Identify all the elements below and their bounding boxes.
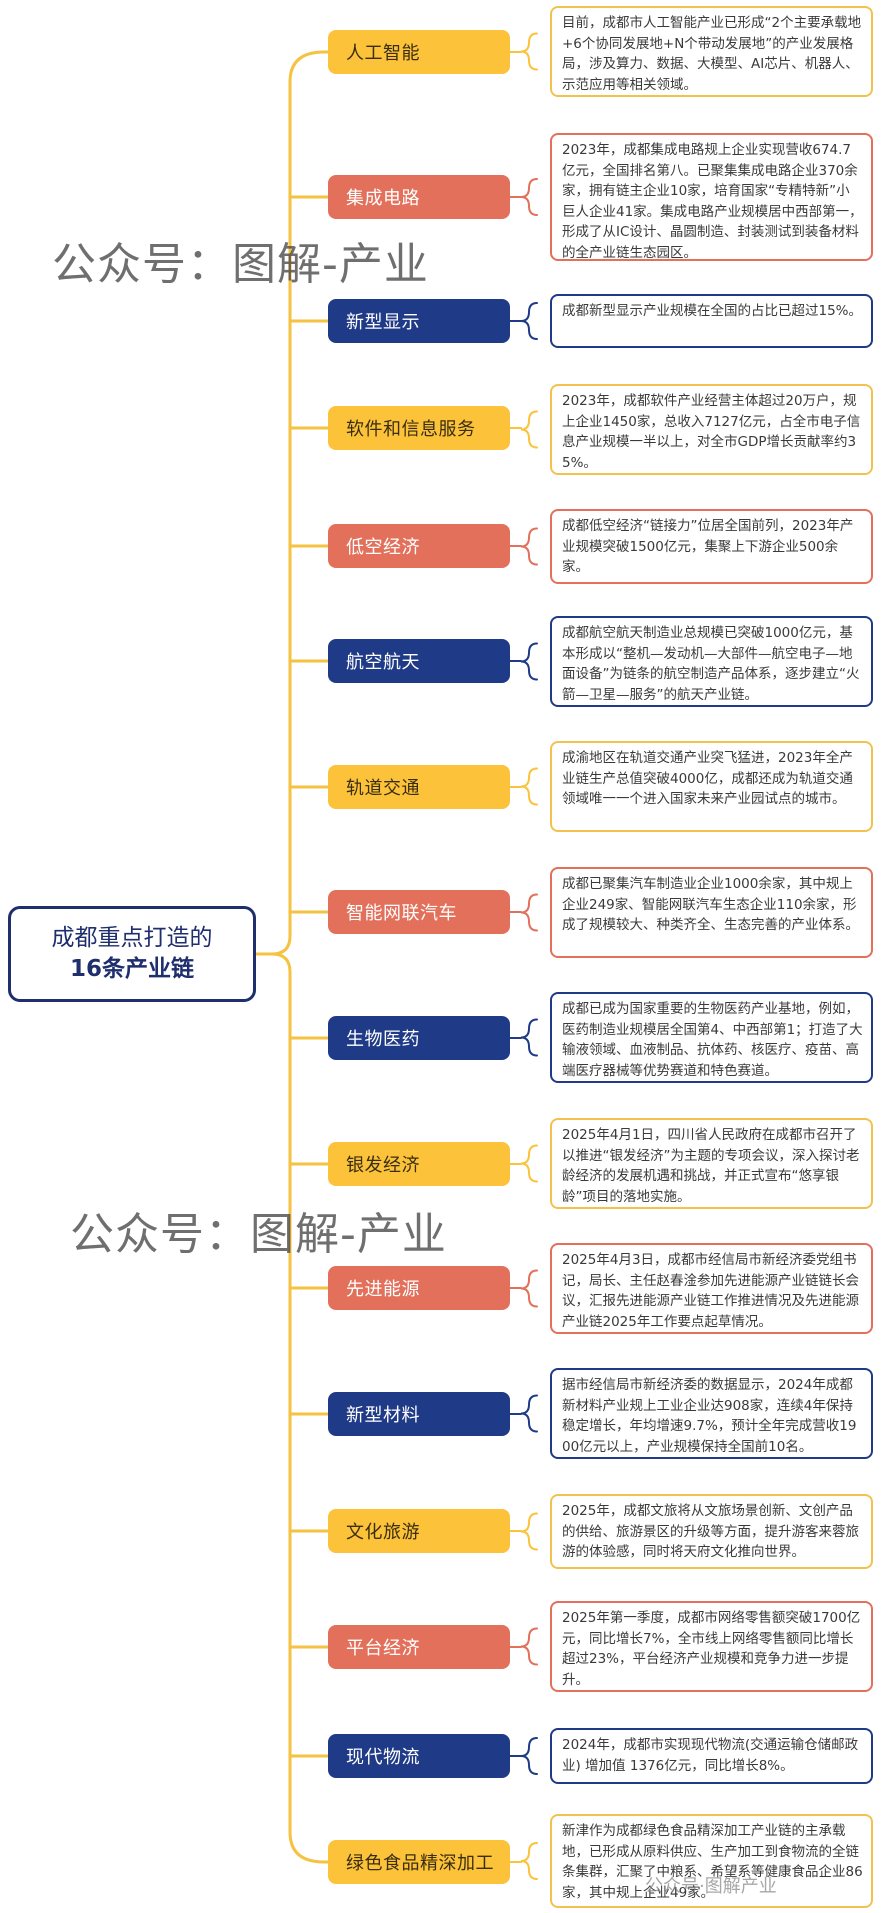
detail-brace: [509, 767, 538, 806]
detail-brace: [509, 1842, 538, 1880]
detail-brace: [509, 642, 538, 681]
chain-label: 绿色食品精深加工: [346, 1853, 494, 1874]
root-title-line-2: 16条产业链: [69, 956, 194, 982]
detail-brace: [509, 527, 538, 566]
chain-description: 成渝地区在轨道交通产业突飞猛进，2023年全产业链生产总值突破4000亿，成都还…: [550, 741, 873, 832]
chain-label: 低空经济: [346, 537, 420, 558]
detail-brace: [509, 32, 538, 71]
chain-label: 银发经济: [346, 1155, 420, 1176]
detail-brace: [509, 1737, 538, 1775]
chain-description: 成都已成为国家重要的生物医药产业基地，例如，医药制造业规模居全国第4、中西部第1…: [550, 992, 873, 1083]
chain-label: 新型显示: [346, 312, 420, 333]
chain-description: 成都新型显示产业规模在全国的占比已超过15%。: [550, 294, 873, 348]
detail-brace: [509, 1627, 538, 1666]
chain-label: 轨道交通: [346, 778, 420, 799]
chain-node: 轨道交通: [328, 765, 510, 809]
chain-description: 新津作为成都绿色食品精深加工产业链的主承载地，已形成从原料供应、生产加工到食物流…: [550, 1814, 873, 1908]
chain-label: 航空航天: [346, 652, 420, 673]
chain-node: 新型材料: [328, 1392, 510, 1436]
detail-brace: [509, 1144, 538, 1183]
detail-brace: [509, 1018, 538, 1057]
spine-connector: [271, 50, 326, 1864]
chain-label: 生物医药: [346, 1029, 420, 1050]
chain-label: 集成电路: [346, 188, 420, 209]
chain-description: 2025年，成都文旅将从文旅场景创新、文创产品的供给、旅游景区的升级等方面，提升…: [550, 1494, 873, 1569]
chain-label: 现代物流: [346, 1747, 420, 1768]
watermark-3: 公众号·图解产业: [645, 1876, 777, 1897]
chain-node: 平台经济: [328, 1625, 510, 1669]
watermark-1: 公众号：图解-产业: [52, 239, 429, 290]
detail-brace: [509, 410, 538, 449]
chain-label: 软件和信息服务: [346, 419, 476, 440]
root-title-line-1: 成都重点打造的: [51, 925, 213, 951]
chain-node: 先进能源: [328, 1266, 510, 1310]
chain-description: 成都已聚集汽车制造业企业1000余家，其中规上企业249家、智能网联汽车生态企业…: [550, 867, 873, 958]
chain-node: 航空航天: [328, 639, 510, 683]
chain-node: 低空经济: [328, 524, 510, 568]
detail-brace: [509, 178, 538, 216]
chain-label: 文化旅游: [346, 1522, 420, 1543]
detail-brace: [509, 1394, 538, 1433]
chain-node: 银发经济: [328, 1142, 510, 1186]
chain-label: 智能网联汽车: [346, 903, 457, 924]
chain-node: 生物医药: [328, 1016, 510, 1060]
chain-label: 先进能源: [346, 1279, 420, 1300]
chain-node: 现代物流: [328, 1734, 510, 1778]
detail-brace: [509, 1269, 538, 1308]
chain-description: 成都航空航天制造业总规模已突破1000亿元，基本形成以“整机—发动机—大部件—航…: [550, 616, 873, 707]
chain-description: 2023年，成都集成电路规上企业实现营收674.7亿元，全国排名第八。已聚集集成…: [550, 133, 873, 261]
chain-node: 人工智能: [328, 30, 510, 74]
chain-node: 智能网联汽车: [328, 890, 510, 934]
detail-brace: [509, 302, 538, 340]
chain-description: 2024年，成都市实现现代物流(交通运输仓储邮政业) 增加值 1376亿元，同比…: [550, 1728, 873, 1784]
watermark-2: 公众号：图解-产业: [70, 1209, 447, 1260]
chain-description: 目前，成都市人工智能产业已形成“2个主要承载地+6个协同发展地+N个带动发展地”…: [550, 6, 873, 97]
chain-description: 2025年第一季度，成都市网络零售额突破1700亿元，同比增长7%，全市线上网络…: [550, 1601, 873, 1692]
root-node: 成都重点打造的 16条产业链: [8, 906, 256, 1002]
chain-description: 2025年4月1日，四川省人民政府在成都市召开了以推进“银发经济”为主题的专项会…: [550, 1118, 873, 1209]
chain-description: 成都低空经济“链接力”位居全国前列，2023年产业规模突破1500亿元，集聚上下…: [550, 509, 873, 584]
chain-label: 新型材料: [346, 1405, 420, 1426]
chain-node: 文化旅游: [328, 1509, 510, 1553]
chain-node: 新型显示: [328, 299, 510, 343]
detail-brace: [509, 1512, 538, 1551]
chain-node: 绿色食品精深加工: [328, 1840, 510, 1884]
chain-label: 人工智能: [346, 43, 420, 64]
chain-description: 2025年4月3日，成都市经信局市新经济委党组书记，局长、主任赵春淦参加先进能源…: [550, 1243, 873, 1334]
detail-brace: [509, 893, 538, 932]
chain-description: 2023年，成都软件产业经营主体超过20万户，规上企业1450家，总收入7127…: [550, 384, 873, 475]
chain-node: 软件和信息服务: [328, 406, 510, 450]
chain-description: 据市经信局市新经济委的数据显示，2024年成都新材料产业规上工业企业达908家，…: [550, 1368, 873, 1459]
chain-node: 集成电路: [328, 175, 510, 219]
chain-label: 平台经济: [346, 1638, 420, 1659]
